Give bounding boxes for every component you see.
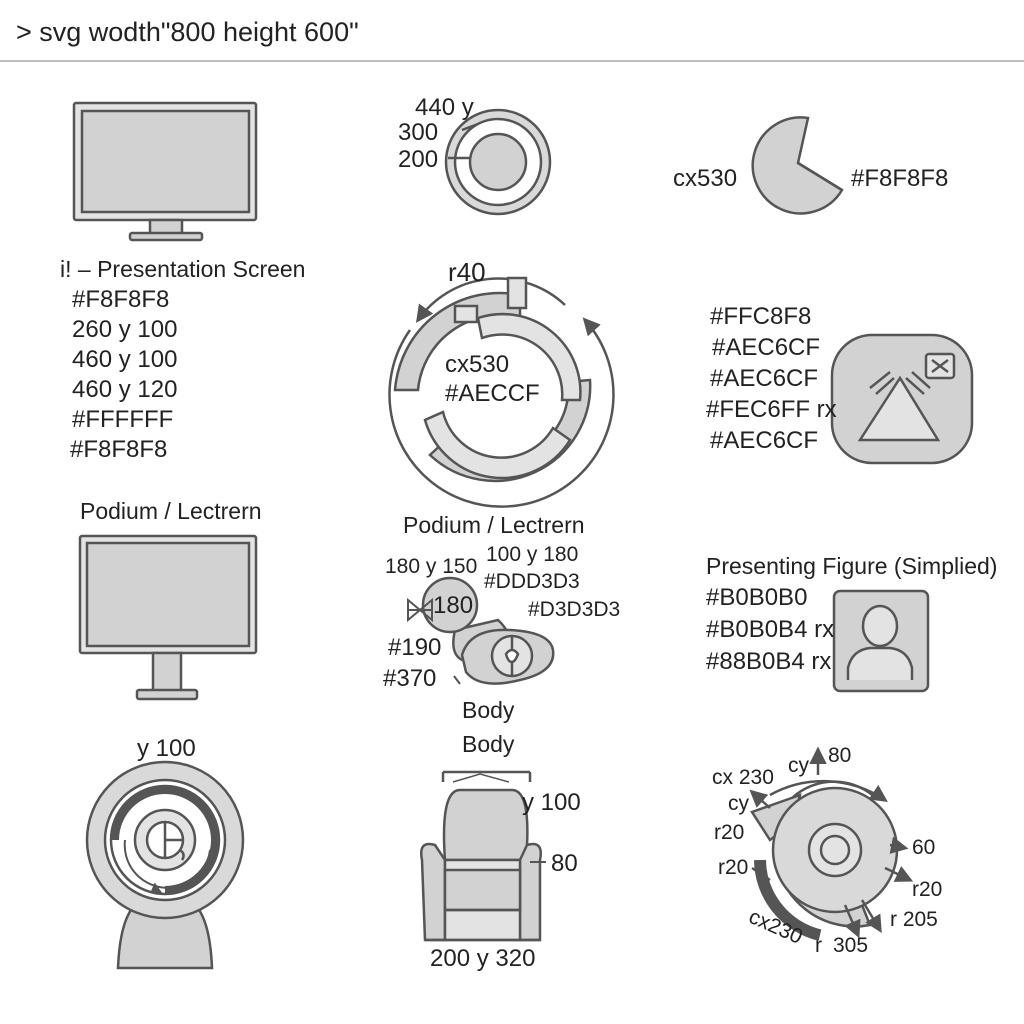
armchair-icon <box>420 770 546 942</box>
card-note-2: #AEC6CF <box>712 334 821 361</box>
chair-label-80: 80 <box>551 850 578 877</box>
blob-figure-icon <box>407 576 555 685</box>
screen-note-4: 460 y 120 <box>72 376 178 403</box>
screen-note-5: #FFFFFF <box>72 406 174 433</box>
toolbar: > svg wodth"800 height 600" <box>0 0 1024 62</box>
dial-label-80: 80 <box>828 744 852 767</box>
dial-label-cx230: cx 230 <box>712 766 774 789</box>
monitor-icon <box>72 101 258 242</box>
pyramid-card-icon <box>830 333 974 465</box>
dial-label-cy: cy <box>728 792 749 815</box>
card-note-4: #FEC6FF rx <box>706 396 837 423</box>
blob-label-d: #D3D3D3 <box>528 598 621 621</box>
blob-label-e: 180 <box>433 592 474 619</box>
blob-label-f: #190 <box>388 634 442 661</box>
card-note-5: #AEC6CF <box>710 427 819 454</box>
ring-label-200: 200 <box>398 146 439 173</box>
dial-label-r: r <box>815 934 822 957</box>
blob-label-body: Body <box>462 697 515 723</box>
dial-label-60: 60 <box>912 836 936 859</box>
ring-target-icon <box>444 108 552 216</box>
dial-icon <box>749 746 914 941</box>
screen-note-3: 460 y 100 <box>72 346 178 373</box>
screen-note-1: #F8F8F8 <box>72 286 170 313</box>
ring-label-440y: 440 y <box>415 94 474 121</box>
card-note-3: #AEC6CF <box>710 365 819 392</box>
arcs-label-r40: r40 <box>448 257 486 287</box>
dial-label-r20-a: r20 <box>714 821 745 844</box>
speaker-target-icon <box>85 760 245 970</box>
figure-note-2: #B0B0B4 rx <box>706 616 835 643</box>
chair-label-bottom: 200 y 320 <box>430 945 536 972</box>
dial-label-r20-b: r20 <box>718 856 749 879</box>
blob-label-b: 100 y 180 <box>486 543 579 566</box>
podium-label-left: Podium / Lectrern <box>80 498 262 524</box>
command-prompt[interactable]: > svg wodth"800 height 600" <box>16 17 359 47</box>
figure-title: Presenting Figure (Simplied) <box>706 553 998 579</box>
concentric-arcs-icon <box>388 276 615 508</box>
podium-label-center: Podium / Lectrern <box>403 512 585 538</box>
target-label-y100: y 100 <box>137 735 196 762</box>
dial-label-r205: r 205 <box>890 908 938 931</box>
card-note-1: #FFC8F8 <box>710 303 812 330</box>
screen-note-title: i! – Presentation Screen <box>60 256 306 282</box>
blob-label-a: 180 y 150 <box>385 555 478 578</box>
chair-title: Body <box>462 731 515 757</box>
arcs-label-color: #AECCF <box>445 380 540 407</box>
arcs-label-cx530: cx530 <box>445 351 510 378</box>
dial-label-r20-c: r20 <box>912 878 943 901</box>
pie-label-color: #F8F8F8 <box>851 165 949 192</box>
lectern-icon <box>78 534 258 701</box>
figure-note-3: #88B0B4 rx <box>706 648 832 675</box>
chair-label-y100: y 100 <box>522 789 581 816</box>
figure-note-1: #B0B0B0 <box>706 584 808 611</box>
blob-label-c: #DDD3D3 <box>484 570 580 593</box>
blob-label-g: #370 <box>383 665 437 692</box>
screen-note-6: #F8F8F8 <box>70 436 168 463</box>
dial-label-cy-top: cy <box>788 754 809 777</box>
ring-label-300: 300 <box>398 119 439 146</box>
dial-label-305: 305 <box>833 934 869 957</box>
pie-wedge-icon <box>751 116 844 215</box>
screen-note-2: 260 y 100 <box>72 316 178 343</box>
pie-label-cx: cx530 <box>673 165 738 192</box>
user-portrait-icon <box>832 589 930 693</box>
